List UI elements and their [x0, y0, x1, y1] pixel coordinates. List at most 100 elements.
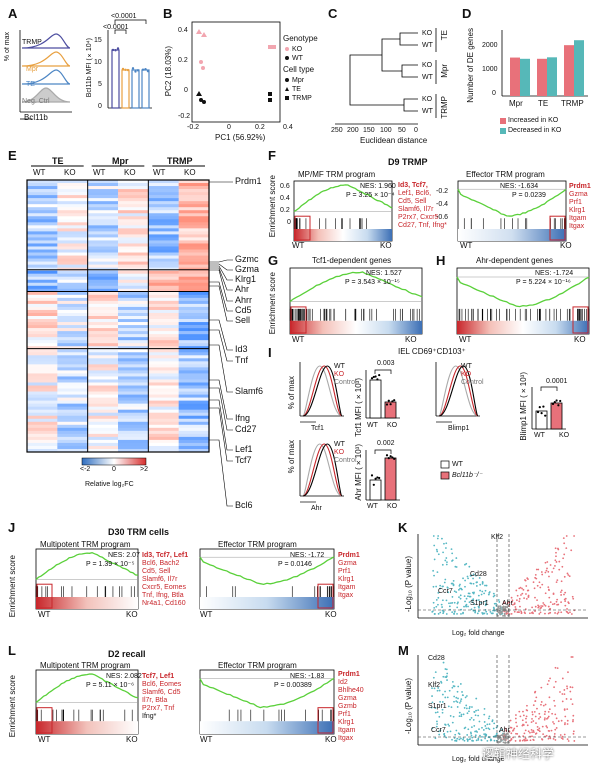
heatmap-cell: [118, 306, 149, 311]
volcano-point: [555, 727, 558, 729]
heatmap-cell: [27, 406, 58, 410]
volcano-point: [456, 706, 459, 708]
volcano-point: [470, 734, 473, 737]
volcano-point: [540, 686, 543, 689]
volcano-point: [462, 713, 465, 716]
volcano-point: [456, 701, 459, 704]
volcano-point: [475, 697, 478, 700]
heatmap-cell: [148, 288, 179, 293]
heatmap-cell: [57, 210, 88, 214]
gene-label: Sell: [235, 315, 251, 325]
heatmap-cell: [87, 243, 119, 247]
volcano-point: [435, 725, 438, 728]
heatmap-cell: [57, 322, 88, 326]
gene-label: Ifng: [235, 413, 251, 423]
heatmap-cell: [57, 273, 88, 278]
volcano-point: [472, 592, 475, 595]
volcano-point: [526, 577, 529, 580]
heatmap-cell: [27, 430, 58, 435]
heatmap-cell: [178, 276, 210, 281]
heatmap-cell: [178, 186, 210, 190]
panel-l-right-nes: NES: -1.83: [290, 673, 325, 680]
heatmap-cell: [87, 421, 119, 426]
heatmap-cell: [148, 358, 179, 362]
data-point: [387, 457, 390, 460]
panel-a-legend-negctrl: Neg. Ctrl: [22, 98, 50, 105]
flow-histogram-curve: [302, 443, 343, 497]
volcano-point: [498, 605, 500, 607]
enrichment-curve: [35, 551, 139, 580]
heatmap-cell: [87, 285, 119, 290]
volcano-point: [471, 706, 473, 708]
volcano-point: [456, 690, 459, 693]
volcano-point: [477, 594, 480, 597]
gene-label: Slamf6: [235, 386, 264, 396]
volcano-point: [451, 601, 454, 604]
heatmap-cell: [57, 204, 88, 208]
gene-label: Id3: [235, 344, 248, 354]
heatmap-cell: [178, 231, 210, 235]
volcano-point: [549, 677, 551, 680]
heatmap-cell: [148, 424, 179, 429]
panel-i-p-blimp1: 0.0001: [546, 378, 568, 385]
heatmap-cell: [87, 325, 119, 329]
volcano-point: [532, 739, 535, 742]
volcano-point: [474, 730, 476, 733]
heatmap-cell: [57, 391, 88, 395]
heatmap-cell: [27, 189, 58, 193]
heatmap-cell: [27, 225, 58, 229]
volcano-point: [535, 568, 538, 571]
volcano-point: [460, 737, 462, 740]
volcano-point: [473, 603, 476, 606]
heatmap-cell: [57, 346, 88, 350]
volcano-point: [464, 579, 467, 582]
heatmap-cell: [178, 261, 210, 265]
heatmap-cell: [87, 442, 119, 447]
heatmap-cell: [87, 331, 119, 335]
heatmap-cell: [118, 276, 149, 281]
heatmap-cell: [27, 213, 58, 217]
heatmap-cell: [178, 448, 210, 453]
significance-bracket: [540, 386, 558, 391]
heatmap-cell: [27, 264, 58, 268]
heatmap-cell: [87, 303, 119, 308]
panel-j-right-p: P = 0.0146: [278, 561, 312, 568]
panel-h-title: Ahr-dependent genes: [476, 256, 553, 265]
volcano-point: [552, 592, 555, 595]
heatmap-cell: [118, 319, 149, 323]
heatmap-cell: [57, 222, 88, 226]
heatmap-cell: [57, 367, 88, 371]
heatmap-cell: [27, 418, 58, 423]
heatmap-cell: [118, 234, 149, 238]
volcano-point: [467, 728, 470, 731]
volcano-point: [514, 608, 517, 611]
heatmap-cell: [148, 400, 179, 404]
heatmap-cell: [148, 189, 179, 193]
heatmap-cell: [178, 445, 210, 450]
heatmap-cell: [148, 379, 179, 383]
heatmap-cell: [178, 421, 210, 426]
data-point: [391, 456, 394, 459]
panel-i-tcf1-mfi-label: Tcf1 MFI (×10³): [354, 378, 363, 437]
rank-bar: [458, 229, 566, 241]
data-point: [542, 405, 545, 408]
volcano-point: [547, 605, 550, 608]
volcano-point: [449, 602, 452, 605]
heatmap-cell: [148, 282, 179, 287]
volcano-point: [556, 598, 559, 601]
volcano-point: [554, 739, 557, 741]
enrichment-curve: [199, 677, 335, 709]
volcano-point: [484, 737, 487, 740]
heatmap-cell: [148, 388, 179, 392]
volcano-point: [478, 606, 480, 609]
volcano-point: [487, 593, 490, 596]
leading-edge-box: [290, 306, 307, 334]
volcano-point: [470, 732, 472, 735]
panel-l-ylabel: Enrichment score: [8, 675, 17, 738]
volcano-point: [561, 693, 564, 695]
panel-f-left-gene: Id3, Tcf7,: [398, 182, 428, 189]
panel-f-left-gene: Slamf6, Il7r: [398, 206, 434, 213]
volcano-point: [501, 610, 504, 612]
panel-c-xtick: 50: [398, 127, 406, 134]
leading-edge-box: [549, 215, 566, 241]
